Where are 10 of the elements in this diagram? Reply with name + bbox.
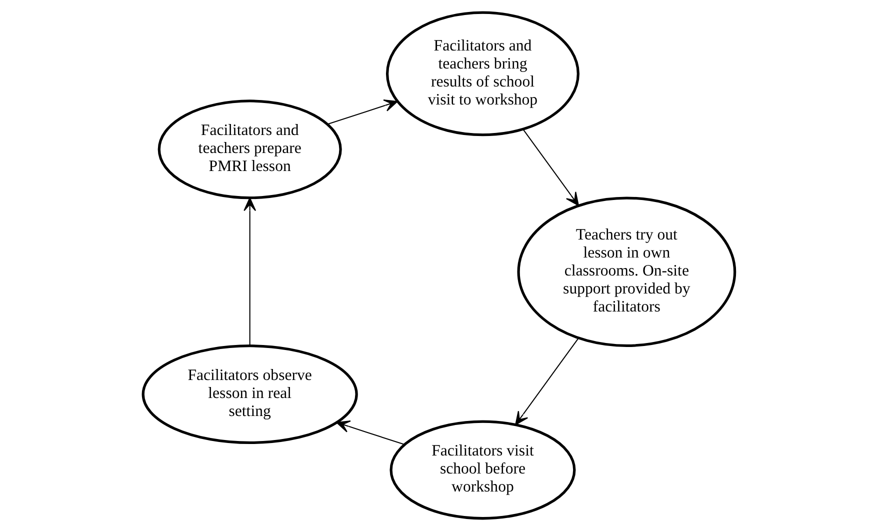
node-ellipse: Facilitators and teachers prepare PMRI lesson — [158, 100, 342, 200]
node-ellipse: Facilitators and teachers bring results of school visit to workshop — [386, 11, 580, 136]
arrow — [522, 128, 579, 206]
arrow — [515, 338, 579, 426]
arrow — [328, 99, 398, 125]
node-ellipse: Facilitators visit school before workshop — [390, 420, 576, 520]
node-ellipse: Teachers try out lesson in own classrooms. On-site support provided by facilitators — [517, 196, 736, 347]
arrow — [336, 420, 405, 446]
arrow — [244, 197, 256, 346]
node-ellipse: Facilitators observe lesson in real setting — [142, 344, 358, 444]
